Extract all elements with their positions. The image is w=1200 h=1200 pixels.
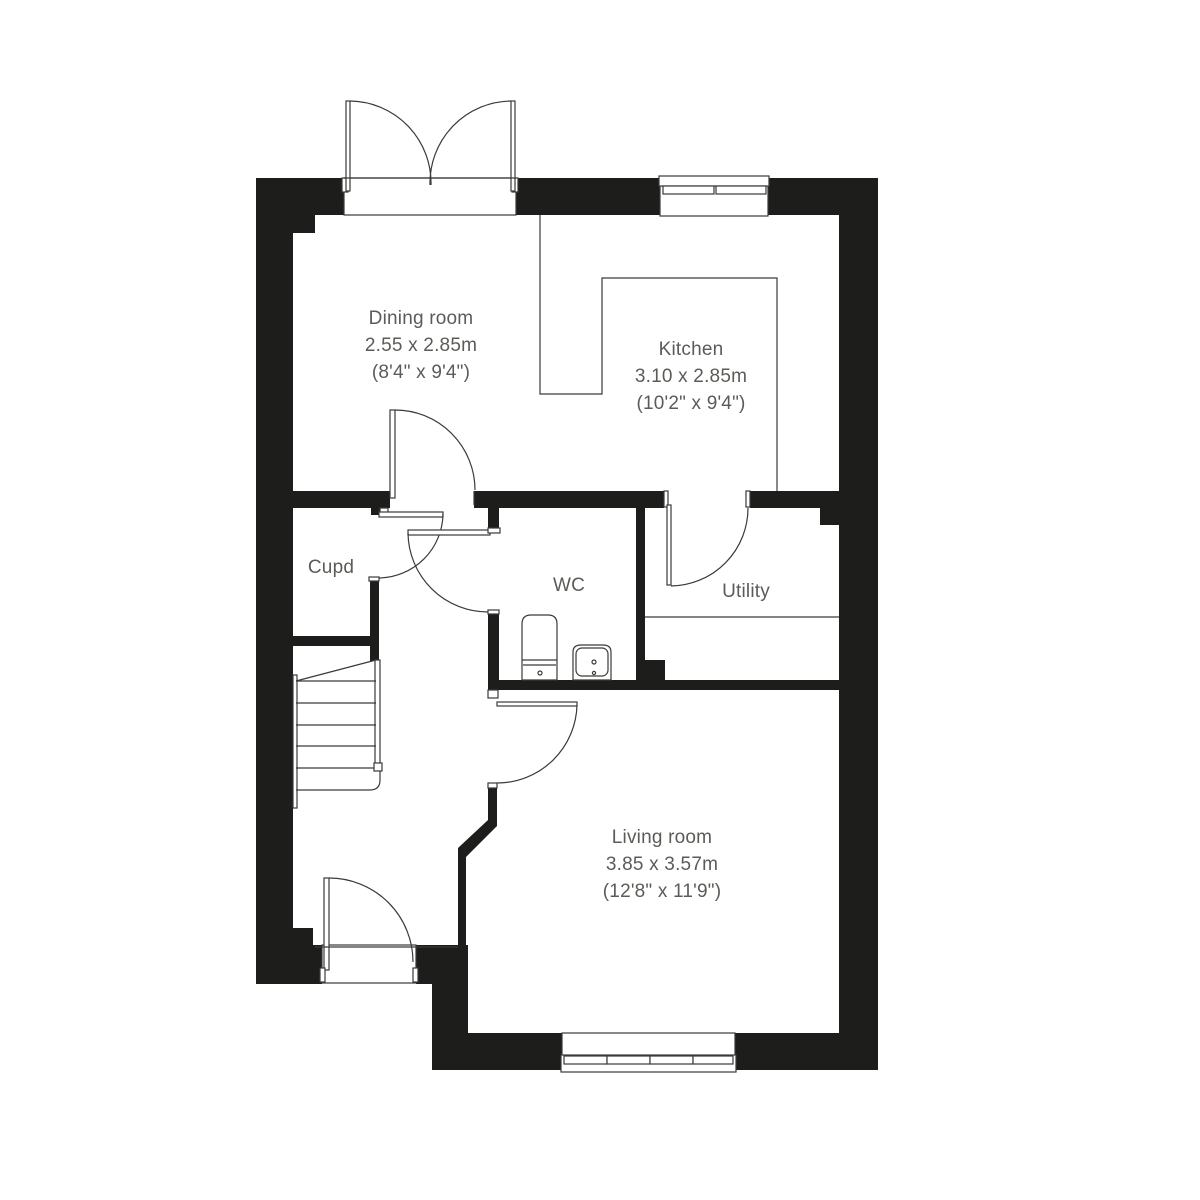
staircase	[292, 659, 383, 809]
toilet	[521, 614, 558, 681]
cupboard-name: Cupd	[307, 557, 355, 578]
dining-room-label: Dining room 2.55 x 2.85m (8'4" x 9'4")	[365, 305, 477, 386]
kitchen-label: Kitchen 3.10 x 2.85m (10'2" x 9'4")	[635, 336, 747, 417]
utility-label: Utility	[722, 578, 770, 605]
dining-room-imperial: (8'4" x 9'4")	[371, 362, 471, 383]
wc-door	[407, 527, 501, 615]
basin	[572, 644, 612, 681]
hall-door-dining	[379, 409, 476, 514]
cupboard-door	[368, 511, 444, 582]
living-room-window	[560, 1032, 737, 1073]
living-room-door	[487, 689, 578, 789]
dining-room-metric: 2.55 x 2.85m	[364, 335, 478, 356]
cupboard-label: Cupd	[308, 554, 354, 581]
utility-name: Utility	[722, 581, 770, 602]
dining-room-name: Dining room	[368, 308, 474, 329]
wc-name: WC	[552, 575, 586, 596]
living-room-metric: 3.85 x 3.57m	[605, 854, 719, 875]
front-door	[315, 877, 458, 984]
utility-door	[663, 490, 751, 587]
living-room-name: Living room	[611, 827, 713, 848]
living-room-label: Living room 3.85 x 3.57m (12'8" x 11'9")	[603, 824, 721, 905]
internal-walls	[293, 491, 839, 945]
kitchen-imperial: (10'2" x 9'4")	[636, 393, 746, 414]
living-room-imperial: (12'8" x 11'9")	[602, 881, 722, 902]
outer-walls	[256, 178, 878, 1070]
french-doors	[341, 100, 519, 216]
kitchen-counter	[539, 215, 778, 491]
kitchen-name: Kitchen	[658, 339, 724, 360]
kitchen-metric: 3.10 x 2.85m	[634, 366, 748, 387]
kitchen-window	[658, 175, 770, 217]
wc-label: WC	[553, 572, 585, 599]
